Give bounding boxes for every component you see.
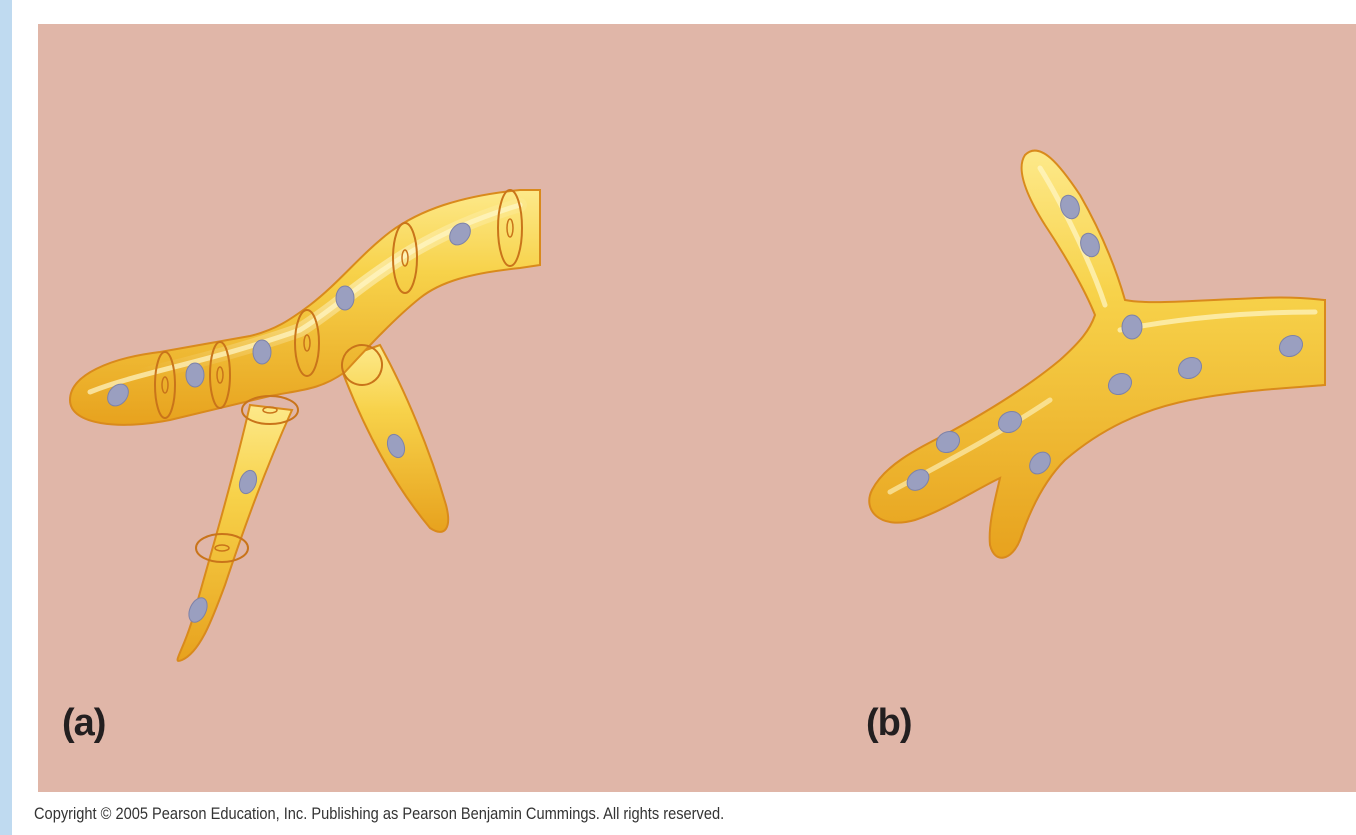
nucleus — [1122, 315, 1142, 339]
panel-label-b: (b) — [866, 702, 912, 745]
panel-label-a: (a) — [62, 702, 105, 745]
septate-hypha — [70, 190, 540, 661]
coenocytic-hypha — [869, 151, 1325, 558]
nucleus — [253, 340, 271, 364]
nucleus — [336, 286, 354, 310]
copyright-notice: Copyright © 2005 Pearson Education, Inc.… — [34, 804, 724, 824]
nucleus — [186, 363, 204, 387]
coenocytic-body — [869, 151, 1325, 558]
